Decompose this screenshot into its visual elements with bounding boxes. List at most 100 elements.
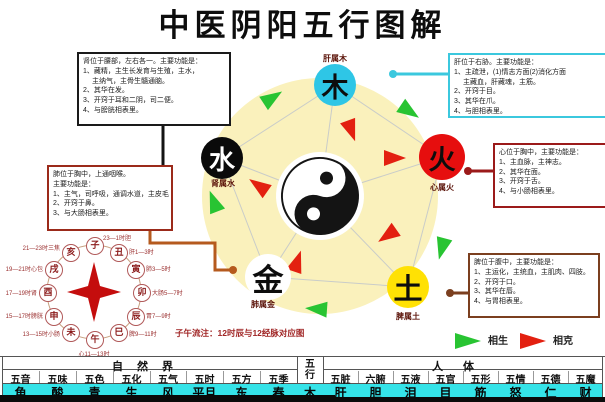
sheng-arrow-water-wood xyxy=(259,91,283,111)
ke-arrow-earth-water xyxy=(249,179,272,199)
info-box-heart: 心位于胸中，主要功能是： 1、主血脉，主神志。 2、其华在面。 3、开窍于舌。 … xyxy=(493,143,605,208)
metal-organ-label: 肺属金 xyxy=(251,300,275,309)
th-wuye: 五液 xyxy=(400,375,421,386)
wood-organ-label: 肝属木 xyxy=(323,54,347,63)
clock-branch-xu: 戌 xyxy=(45,261,63,279)
th-wuqi: 五气 xyxy=(158,375,178,386)
sheng-arrow-metal-water xyxy=(209,190,226,215)
legend-ke-label: 相克 xyxy=(553,336,573,347)
metal-char: 金 xyxy=(252,262,284,299)
spleen-connector-dot xyxy=(446,289,454,297)
col-sep xyxy=(186,371,187,383)
element-fire: 火 xyxy=(419,134,465,180)
sheng-arrow-icon xyxy=(455,333,481,349)
td-lei: 泪 xyxy=(404,386,417,400)
lung-box-connector xyxy=(148,223,230,272)
clock-branch-mao: 卯 xyxy=(133,284,151,302)
liver-line: 主藏血，肝藏魂，主筋。 xyxy=(454,78,540,86)
clock-label-chen: 胃7—9时 xyxy=(146,314,171,320)
col-sep xyxy=(358,371,359,383)
lung-line: 3、与大肠相表里。 xyxy=(53,210,113,218)
ke-arrow-wood-earth xyxy=(340,117,356,142)
spleen-line: 1、主运化，主统血，主肌肉、四肢。 xyxy=(474,268,590,276)
box-connectors xyxy=(148,70,493,297)
th-wumo: 五魔 xyxy=(575,375,596,386)
th-wuguan: 五官 xyxy=(435,375,456,386)
heart-connector-dot xyxy=(464,167,472,175)
col-sep xyxy=(260,371,261,383)
ke-arrow-water-fire xyxy=(384,150,406,166)
fire-char: 火 xyxy=(428,144,456,176)
element-wood: 木 xyxy=(314,64,356,106)
liver-line: 3、其华在爪。 xyxy=(454,98,500,106)
clock-label-mao: 大肠5—7时 xyxy=(152,291,183,297)
td-mu2: 目 xyxy=(439,386,452,400)
sheng-generating-arrows xyxy=(209,91,453,318)
table-mid-border-l xyxy=(297,356,298,402)
clock-label-wei: 13—15时小肠 xyxy=(22,332,60,338)
th-wuqing: 五情 xyxy=(505,375,526,386)
table-header-underline xyxy=(2,383,602,384)
col-sep xyxy=(150,371,151,383)
th-wuhua: 五化 xyxy=(121,375,142,386)
ke-arrow-fire-metal xyxy=(378,222,401,242)
lung-line: 主要功能是： xyxy=(53,180,95,188)
info-box-lung: 肺位于胸中，上通咽喉。 主要功能是： 1、主气，司呼吸，通调水道，主皮毛 2、开… xyxy=(47,165,173,231)
clock-branch-you: 酉 xyxy=(39,284,57,302)
lung-line: 1、主气，司呼吸，通调水道，主皮毛 xyxy=(53,190,169,198)
td-gan: 肝 xyxy=(334,386,347,400)
ke-overcoming-arrows xyxy=(249,117,406,275)
clock-branch-hai: 亥 xyxy=(62,244,80,262)
col-sep xyxy=(39,371,40,383)
liver-line: 2、开窍于目。 xyxy=(454,88,500,96)
heart-line: 2、其华在面。 xyxy=(499,168,545,176)
heart-line: 心位于胸中，主要功能是： xyxy=(499,149,583,156)
earth-organ-label: 脾属土 xyxy=(396,312,420,321)
clock-branch-si: 巳 xyxy=(110,324,128,342)
legend-sheng-label: 相生 xyxy=(488,336,508,347)
th-wuyin: 五音 xyxy=(10,375,31,386)
table-group-five-phases: 五行 xyxy=(305,359,315,381)
kidney-line: 4、与膀胱相表里。 xyxy=(83,106,143,114)
clock-branch-wu: 午 xyxy=(86,331,104,349)
kidney-line: 2、其华在发。 xyxy=(83,87,129,95)
spleen-line: 3、其华在唇。 xyxy=(474,288,520,296)
th-wude: 五德 xyxy=(540,375,561,386)
sheng-arrow-earth-metal xyxy=(305,301,328,318)
element-water: 水 xyxy=(201,137,243,179)
col-sep xyxy=(533,371,534,383)
info-box-liver: 肝位于右胁。主要功能是： 1、主疏泄，(1)情志方面(2)消化方面 主藏血，肝藏… xyxy=(448,53,605,118)
kidney-line: 3、开窍于耳和二阴，司二便。 xyxy=(83,97,178,105)
th-wushi: 五时 xyxy=(194,375,215,386)
heart-line: 1、主血脉，主神志。 xyxy=(499,158,566,166)
lung-line: 2、开窍于鼻。 xyxy=(53,200,99,208)
th-wufang: 五方 xyxy=(231,375,252,386)
clock-label-you: 17—19时肾 xyxy=(5,291,37,297)
info-box-spleen: 脾位于腹中，主要功能是： 1、主运化，主统血，主肌肉、四肢。 2、开窍于口。 3… xyxy=(468,253,600,318)
col-sep xyxy=(568,371,569,383)
sheng-arrow-fire-earth xyxy=(436,236,453,260)
kidney-line: 1、藏精，主生长发育与生殖，主水， xyxy=(83,67,199,75)
clock-branch-chou: 丑 xyxy=(110,244,128,262)
table-top-border xyxy=(0,356,605,357)
clock-branch-yin: 寅 xyxy=(127,261,145,279)
ke-arrow-icon xyxy=(520,333,546,349)
heart-line: 3、开窍于舌。 xyxy=(499,178,545,186)
table-group-human-body: 人体 xyxy=(432,361,494,373)
water-char: 水 xyxy=(208,145,235,176)
td-cai: 财 xyxy=(579,386,592,400)
table-left-border xyxy=(2,356,3,402)
clock-branch-chen: 辰 xyxy=(127,308,145,326)
th-wuse: 五色 xyxy=(84,375,105,386)
th-wuwei: 五味 xyxy=(47,375,68,386)
element-earth: 土 xyxy=(387,266,429,308)
col-sep xyxy=(428,371,429,383)
td-nu: 怒 xyxy=(509,386,522,400)
water-organ-label: 肾属水 xyxy=(211,179,235,188)
bottom-crop-bar-right xyxy=(335,397,605,402)
th-wuxing: 五形 xyxy=(470,375,491,386)
clock-caption: 子午流注：12时辰与12经脉对应图 xyxy=(175,328,305,338)
clock-label-chou: 肝1—3时 xyxy=(129,250,154,256)
table-group-nature: 自然界 xyxy=(112,361,187,373)
clock-label-shen: 15—17时膀胱 xyxy=(5,314,43,320)
